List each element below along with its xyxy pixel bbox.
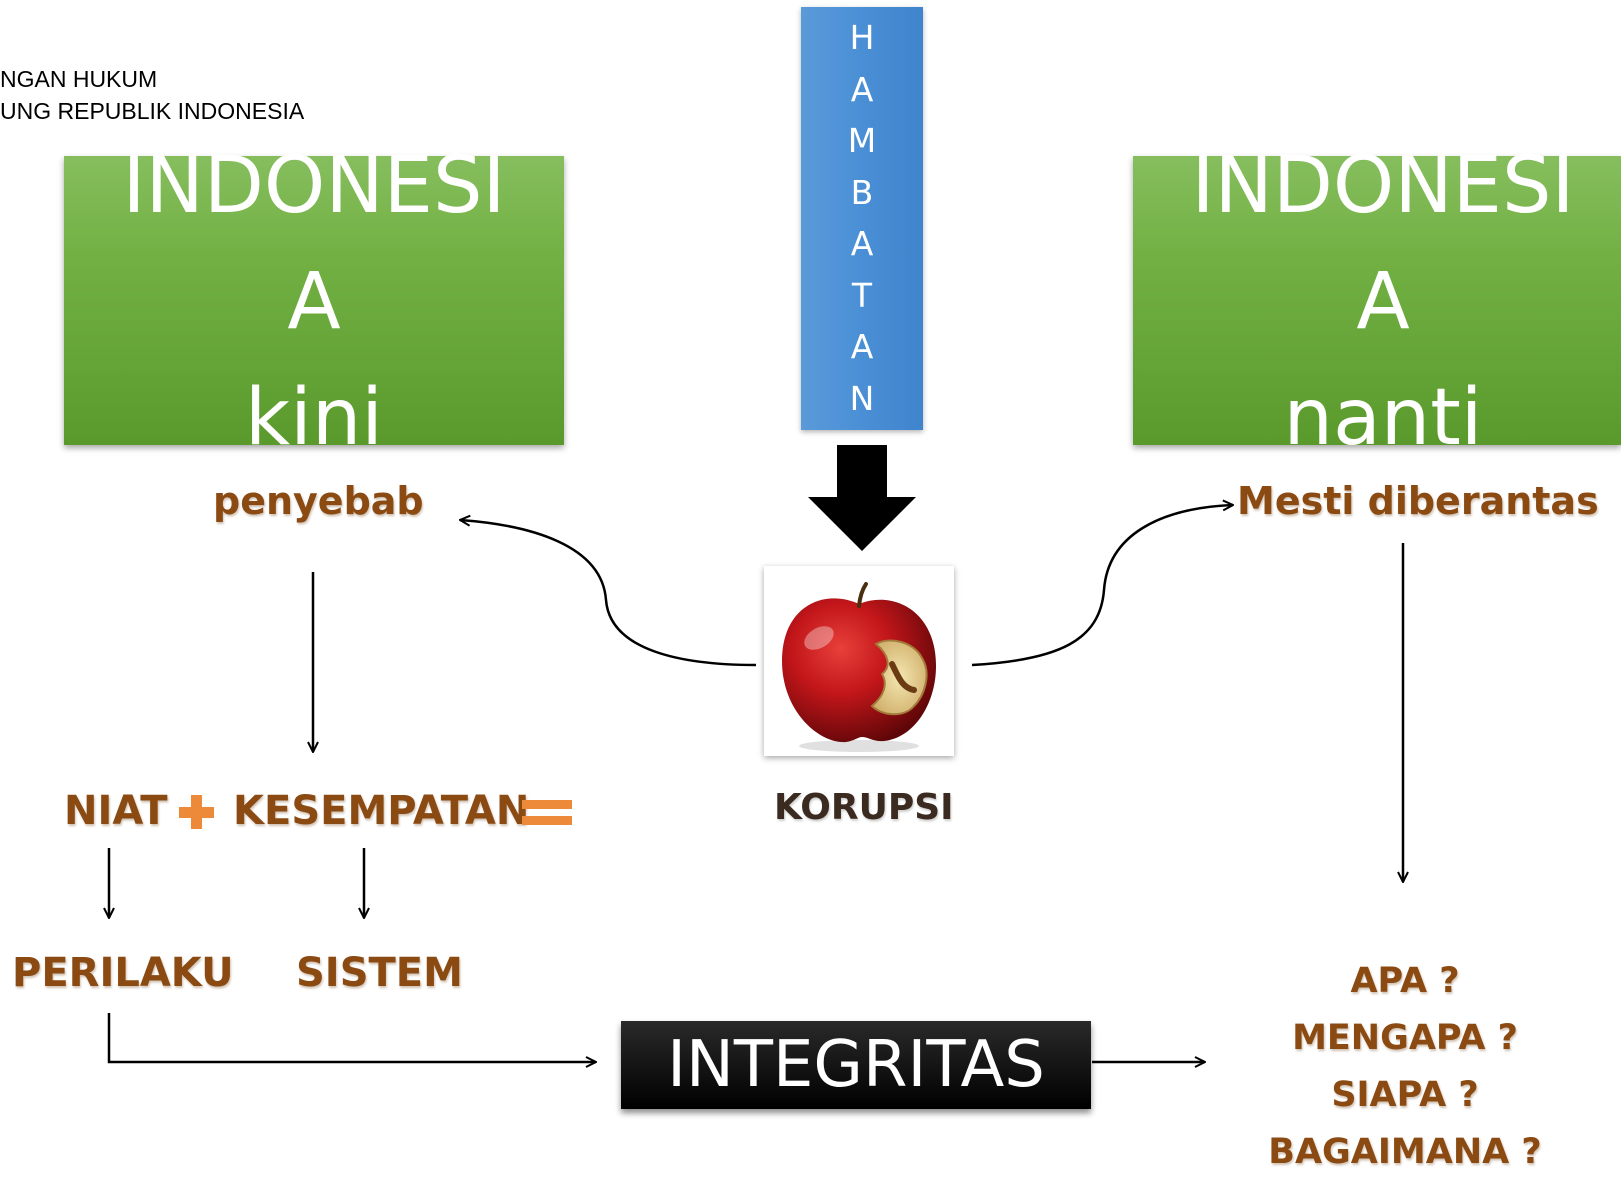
question-mengapa: MENGAPA ?	[1292, 1018, 1518, 1058]
hambatan-letter: B	[850, 172, 874, 212]
indonesia-nanti-box	[1133, 156, 1621, 445]
hambatan-letter: T	[851, 275, 873, 315]
apple-image-frame	[764, 566, 954, 756]
sistem-label: SISTEM	[296, 950, 463, 996]
hambatan-letter: A	[850, 327, 874, 366]
arrow-apple-to-penyebab	[460, 520, 757, 667]
hambatan-letter: M	[847, 121, 877, 160]
arrow-perilaku-to-integritas	[107, 1013, 596, 1062]
box-title-line-3: kini	[245, 373, 383, 463]
equals-icon	[522, 800, 572, 825]
indonesia-kini-text: INDONESI A kini	[64, 128, 564, 476]
hambatan-letter: A	[850, 69, 874, 109]
question-bagaimana: BAGAIMANA ?	[1268, 1132, 1542, 1172]
box-title-line-1: INDONESI	[1191, 141, 1575, 231]
down-arrow-icon	[808, 445, 916, 551]
mesti-diberantas-label: Mesti diberantas	[1237, 479, 1599, 523]
question-siapa: SIAPA ?	[1331, 1075, 1479, 1115]
arrow-apple-to-mesti	[971, 505, 1233, 667]
hambatan-letter: H	[849, 18, 875, 57]
hambatan-letter: A	[850, 224, 874, 263]
questions-list: APA ? MENGAPA ? SIAPA ? BAGAIMANA ?	[1215, 953, 1595, 1181]
bitten-apple-icon	[782, 582, 936, 752]
plus-icon	[179, 795, 214, 829]
box-title-line-2: A	[1356, 257, 1410, 347]
question-apa: APA ?	[1350, 961, 1460, 1001]
indonesia-kini-box	[64, 156, 564, 445]
hambatan-letter: N	[849, 378, 875, 418]
kesempatan-label: KESEMPATAN	[233, 788, 530, 834]
header-line-2: UNG REPUBLIK INDONESIA	[0, 98, 305, 124]
box-title-line-2: A	[287, 257, 341, 347]
perilaku-label: PERILAKU	[12, 950, 234, 996]
niat-label: NIAT	[64, 788, 168, 834]
integritas-box: INTEGRITAS	[621, 1021, 1091, 1109]
hambatan-bar	[801, 7, 923, 430]
box-title-line-3: nanti	[1283, 373, 1483, 463]
korupsi-label: KORUPSI	[774, 787, 954, 828]
indonesia-nanti-text: INDONESI A nanti	[1133, 128, 1621, 476]
box-title-line-1: INDONESI	[122, 141, 506, 231]
header-line-1: NGAN HUKUM	[0, 66, 158, 92]
penyebab-label: penyebab	[213, 479, 424, 523]
